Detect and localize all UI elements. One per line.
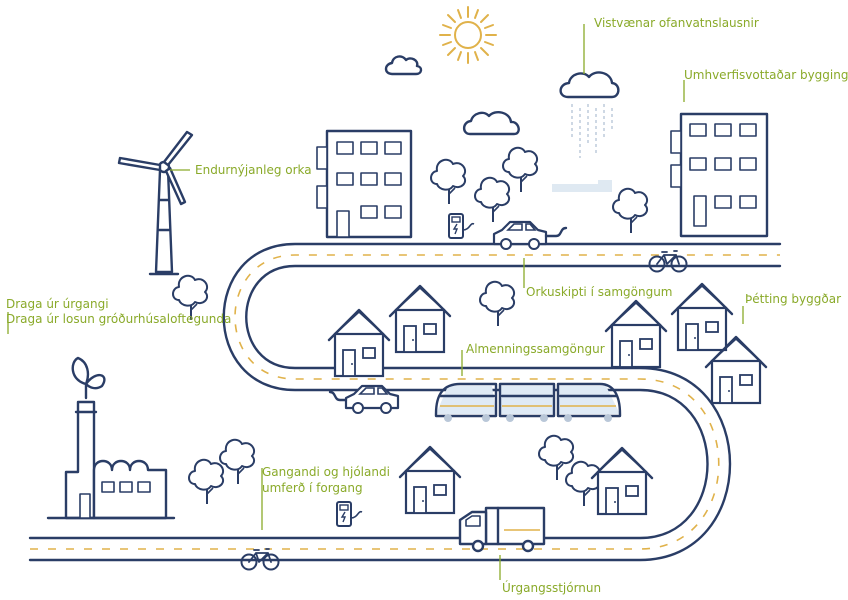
label-waste-reduction: Draga úr úrgangi [6, 297, 109, 311]
rain-cloud-icon [559, 71, 620, 158]
cloud-icon [384, 55, 612, 192]
label-walking-cycling: Gangandi og hjólandi [262, 465, 390, 479]
garbage-truck-icon [458, 506, 546, 553]
car-icon [328, 220, 568, 415]
label-walking-cycling-priority: umferð í forgang [262, 481, 363, 495]
label-green-buildings: Umhverfisvottaðar byggingar [684, 68, 848, 82]
label-emissions-reduction: Draga úr losun gróðurhúsaloftegunda [6, 312, 231, 326]
label-rain-solutions: Vistvænar ofanvatnslausnir [594, 16, 759, 30]
label-public-transport: Almenningssamgöngur [466, 342, 605, 356]
label-renewable-energy: Endurnýjanleg orka [195, 163, 312, 177]
label-leaders [7, 24, 744, 580]
wind-turbine-icon [117, 130, 194, 276]
leaf-icon [71, 356, 106, 400]
apartment-building-icon [316, 129, 413, 239]
apartment-building-icon [670, 112, 769, 238]
label-waste-management: Úrgangsstjórnun [502, 580, 601, 595]
train-icon [434, 382, 622, 422]
sun-icon [439, 6, 497, 64]
label-densification: Þétting byggðar [745, 292, 841, 306]
label-energy-transition: Orkuskipti í samgöngum [526, 285, 673, 299]
factory-icon [46, 400, 176, 520]
